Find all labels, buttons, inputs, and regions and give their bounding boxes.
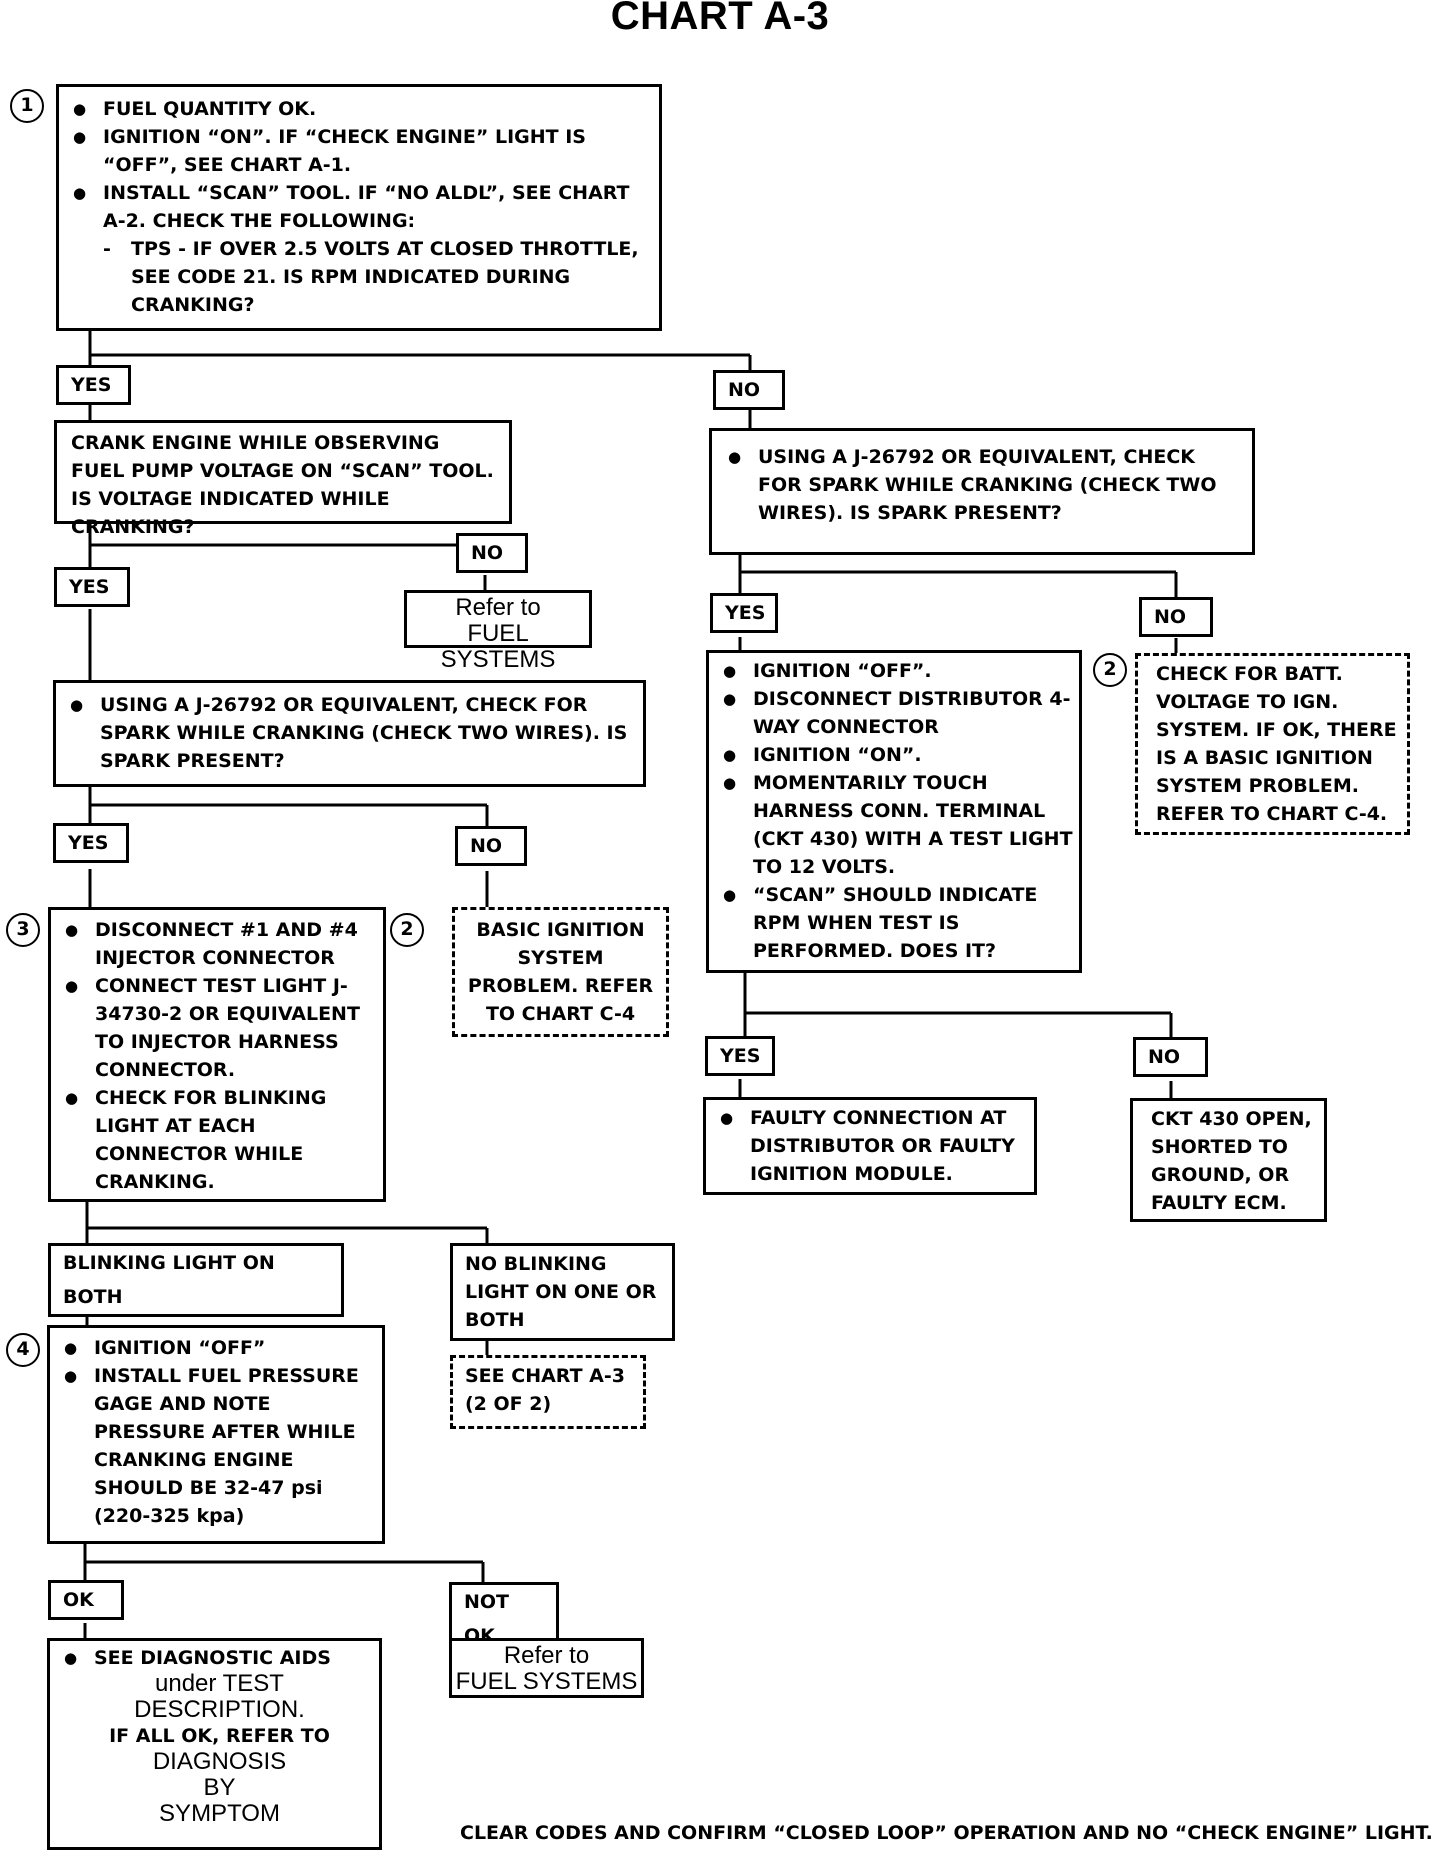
- label-ok: OK: [48, 1580, 124, 1620]
- pressure-bullet-ignition: IGNITION “OFF”: [64, 1334, 378, 1362]
- basic-ignition-box-left: BASIC IGNITION SYSTEM PROBLEM. REFER TO …: [452, 907, 669, 1037]
- injector-bullet-connect: CONNECT TEST LIGHT J-34730-2 OR EQUIVALE…: [65, 972, 381, 1084]
- final-line-1: SEE DIAGNOSTIC AIDS: [64, 1645, 375, 1671]
- final-line-5: DIAGNOSIS: [152, 1748, 287, 1775]
- footer-note: CLEAR CODES AND CONFIRM “CLOSED LOOP” OP…: [460, 1822, 1433, 1844]
- refer-text-3: Refer to: [503, 1642, 590, 1669]
- refer-text-2: FUEL SYSTEMS: [440, 620, 556, 673]
- dist-bullet-ign-off: IGNITION “OFF”.: [723, 657, 1075, 685]
- label-no-rpm-test: NO: [1133, 1037, 1208, 1077]
- final-line-6: BY: [203, 1774, 236, 1801]
- crank-fuel-pump-box: CRANK ENGINE WHILE OBSERVING FUEL PUMP V…: [54, 420, 512, 538]
- injector-test-box: DISCONNECT #1 AND #4 INJECTOR CONNECTOR …: [48, 907, 386, 1202]
- refer-text-4: FUEL SYSTEMS: [455, 1668, 638, 1695]
- dist-bullet-ign-on: IGNITION “ON”.: [723, 741, 1075, 769]
- distributor-test-box: IGNITION “OFF”. DISCONNECT DISTRIBUTOR 4…: [706, 650, 1082, 973]
- label-no-spark-left: NO: [455, 826, 527, 866]
- dist-bullet-scan: “SCAN” SHOULD INDICATE RPM WHEN TEST IS …: [723, 881, 1075, 965]
- start-tps-item: TPS - IF OVER 2.5 VOLTS AT CLOSED THROTT…: [73, 235, 649, 319]
- refer-fuel-systems-box-2: Refer to FUEL SYSTEMS: [449, 1638, 644, 1698]
- faulty-connection-text: FAULTY CONNECTION AT DISTRIBUTOR OR FAUL…: [720, 1104, 1028, 1188]
- batt-voltage-box: CHECK FOR BATT. VOLTAGE TO IGN. SYSTEM. …: [1135, 653, 1410, 835]
- start-bullet-fuel: FUEL QUANTITY OK.: [73, 95, 649, 123]
- refer-fuel-systems-box-1: Refer to FUEL SYSTEMS: [404, 590, 592, 673]
- diagnostic-aids-box: SEE DIAGNOSTIC AIDS under TEST DESCRIPTI…: [47, 1638, 382, 1850]
- final-line-3: DESCRIPTION.: [134, 1696, 305, 1723]
- spark-check-box-right: USING A J-26792 OR EQUIVALENT, CHECK FOR…: [709, 428, 1255, 555]
- label-yes-spark-left: YES: [53, 823, 129, 863]
- injector-bullet-disconnect: DISCONNECT #1 AND #4 INJECTOR CONNECTOR: [65, 916, 381, 972]
- chart-title: CHART A-3: [610, 0, 830, 38]
- ckt430-box: CKT 430 OPEN, SHORTED TO GROUND, OR FAUL…: [1130, 1098, 1327, 1222]
- final-line-7: SYMPTOM: [159, 1800, 280, 1827]
- label-blinking-both: BLINKING LIGHT ON BOTH: [48, 1243, 344, 1317]
- pressure-bullet-gage: INSTALL FUEL PRESSURE GAGE AND NOTE PRES…: [64, 1362, 378, 1530]
- start-bullet-ignition: IGNITION “ON”. IF “CHECK ENGINE” LIGHT I…: [73, 123, 649, 179]
- step-marker-1: 1: [10, 89, 44, 123]
- label-yes-rpm-test: YES: [705, 1036, 775, 1076]
- final-line-4: IF ALL OK, REFER TO: [109, 1725, 330, 1747]
- step-marker-3: 3: [6, 913, 40, 947]
- label-no-rpm: NO: [713, 370, 785, 410]
- fuel-pressure-box: IGNITION “OFF” INSTALL FUEL PRESSURE GAG…: [47, 1325, 385, 1544]
- spark-check-text-left: USING A J-26792 OR EQUIVALENT, CHECK FOR…: [70, 691, 633, 775]
- see-chart-a3-box: SEE CHART A-3 (2 OF 2): [450, 1355, 646, 1429]
- final-line-2: under TEST: [155, 1670, 284, 1697]
- label-no-spark-right: NO: [1139, 597, 1213, 637]
- label-yes-voltage: YES: [54, 567, 130, 607]
- label-yes-spark-right: YES: [710, 593, 778, 633]
- start-bullet-scan: INSTALL “SCAN” TOOL. IF “NO ALDL”, SEE C…: [73, 179, 649, 235]
- dist-bullet-disconnect: DISCONNECT DISTRIBUTOR 4-WAY CONNECTOR: [723, 685, 1075, 741]
- dist-bullet-touch: MOMENTARILY TOUCH HARNESS CONN. TERMINAL…: [723, 769, 1075, 881]
- step-marker-2-right: 2: [1093, 653, 1127, 687]
- start-check-box: FUEL QUANTITY OK. IGNITION “ON”. IF “CHE…: [56, 84, 662, 331]
- label-no-blinking: NO BLINKING LIGHT ON ONE OR BOTH: [450, 1243, 675, 1341]
- spark-check-box-left: USING A J-26792 OR EQUIVALENT, CHECK FOR…: [53, 680, 646, 787]
- spark-check-text-right: USING A J-26792 OR EQUIVALENT, CHECK FOR…: [728, 443, 1242, 527]
- label-yes-rpm: YES: [56, 365, 131, 405]
- injector-bullet-check: CHECK FOR BLINKING LIGHT AT EACH CONNECT…: [65, 1084, 381, 1196]
- refer-text-1: Refer to: [455, 594, 541, 621]
- faulty-connection-box: FAULTY CONNECTION AT DISTRIBUTOR OR FAUL…: [703, 1097, 1037, 1195]
- step-marker-2-left: 2: [390, 913, 424, 947]
- label-no-voltage: NO: [456, 533, 528, 573]
- step-marker-4: 4: [6, 1333, 40, 1367]
